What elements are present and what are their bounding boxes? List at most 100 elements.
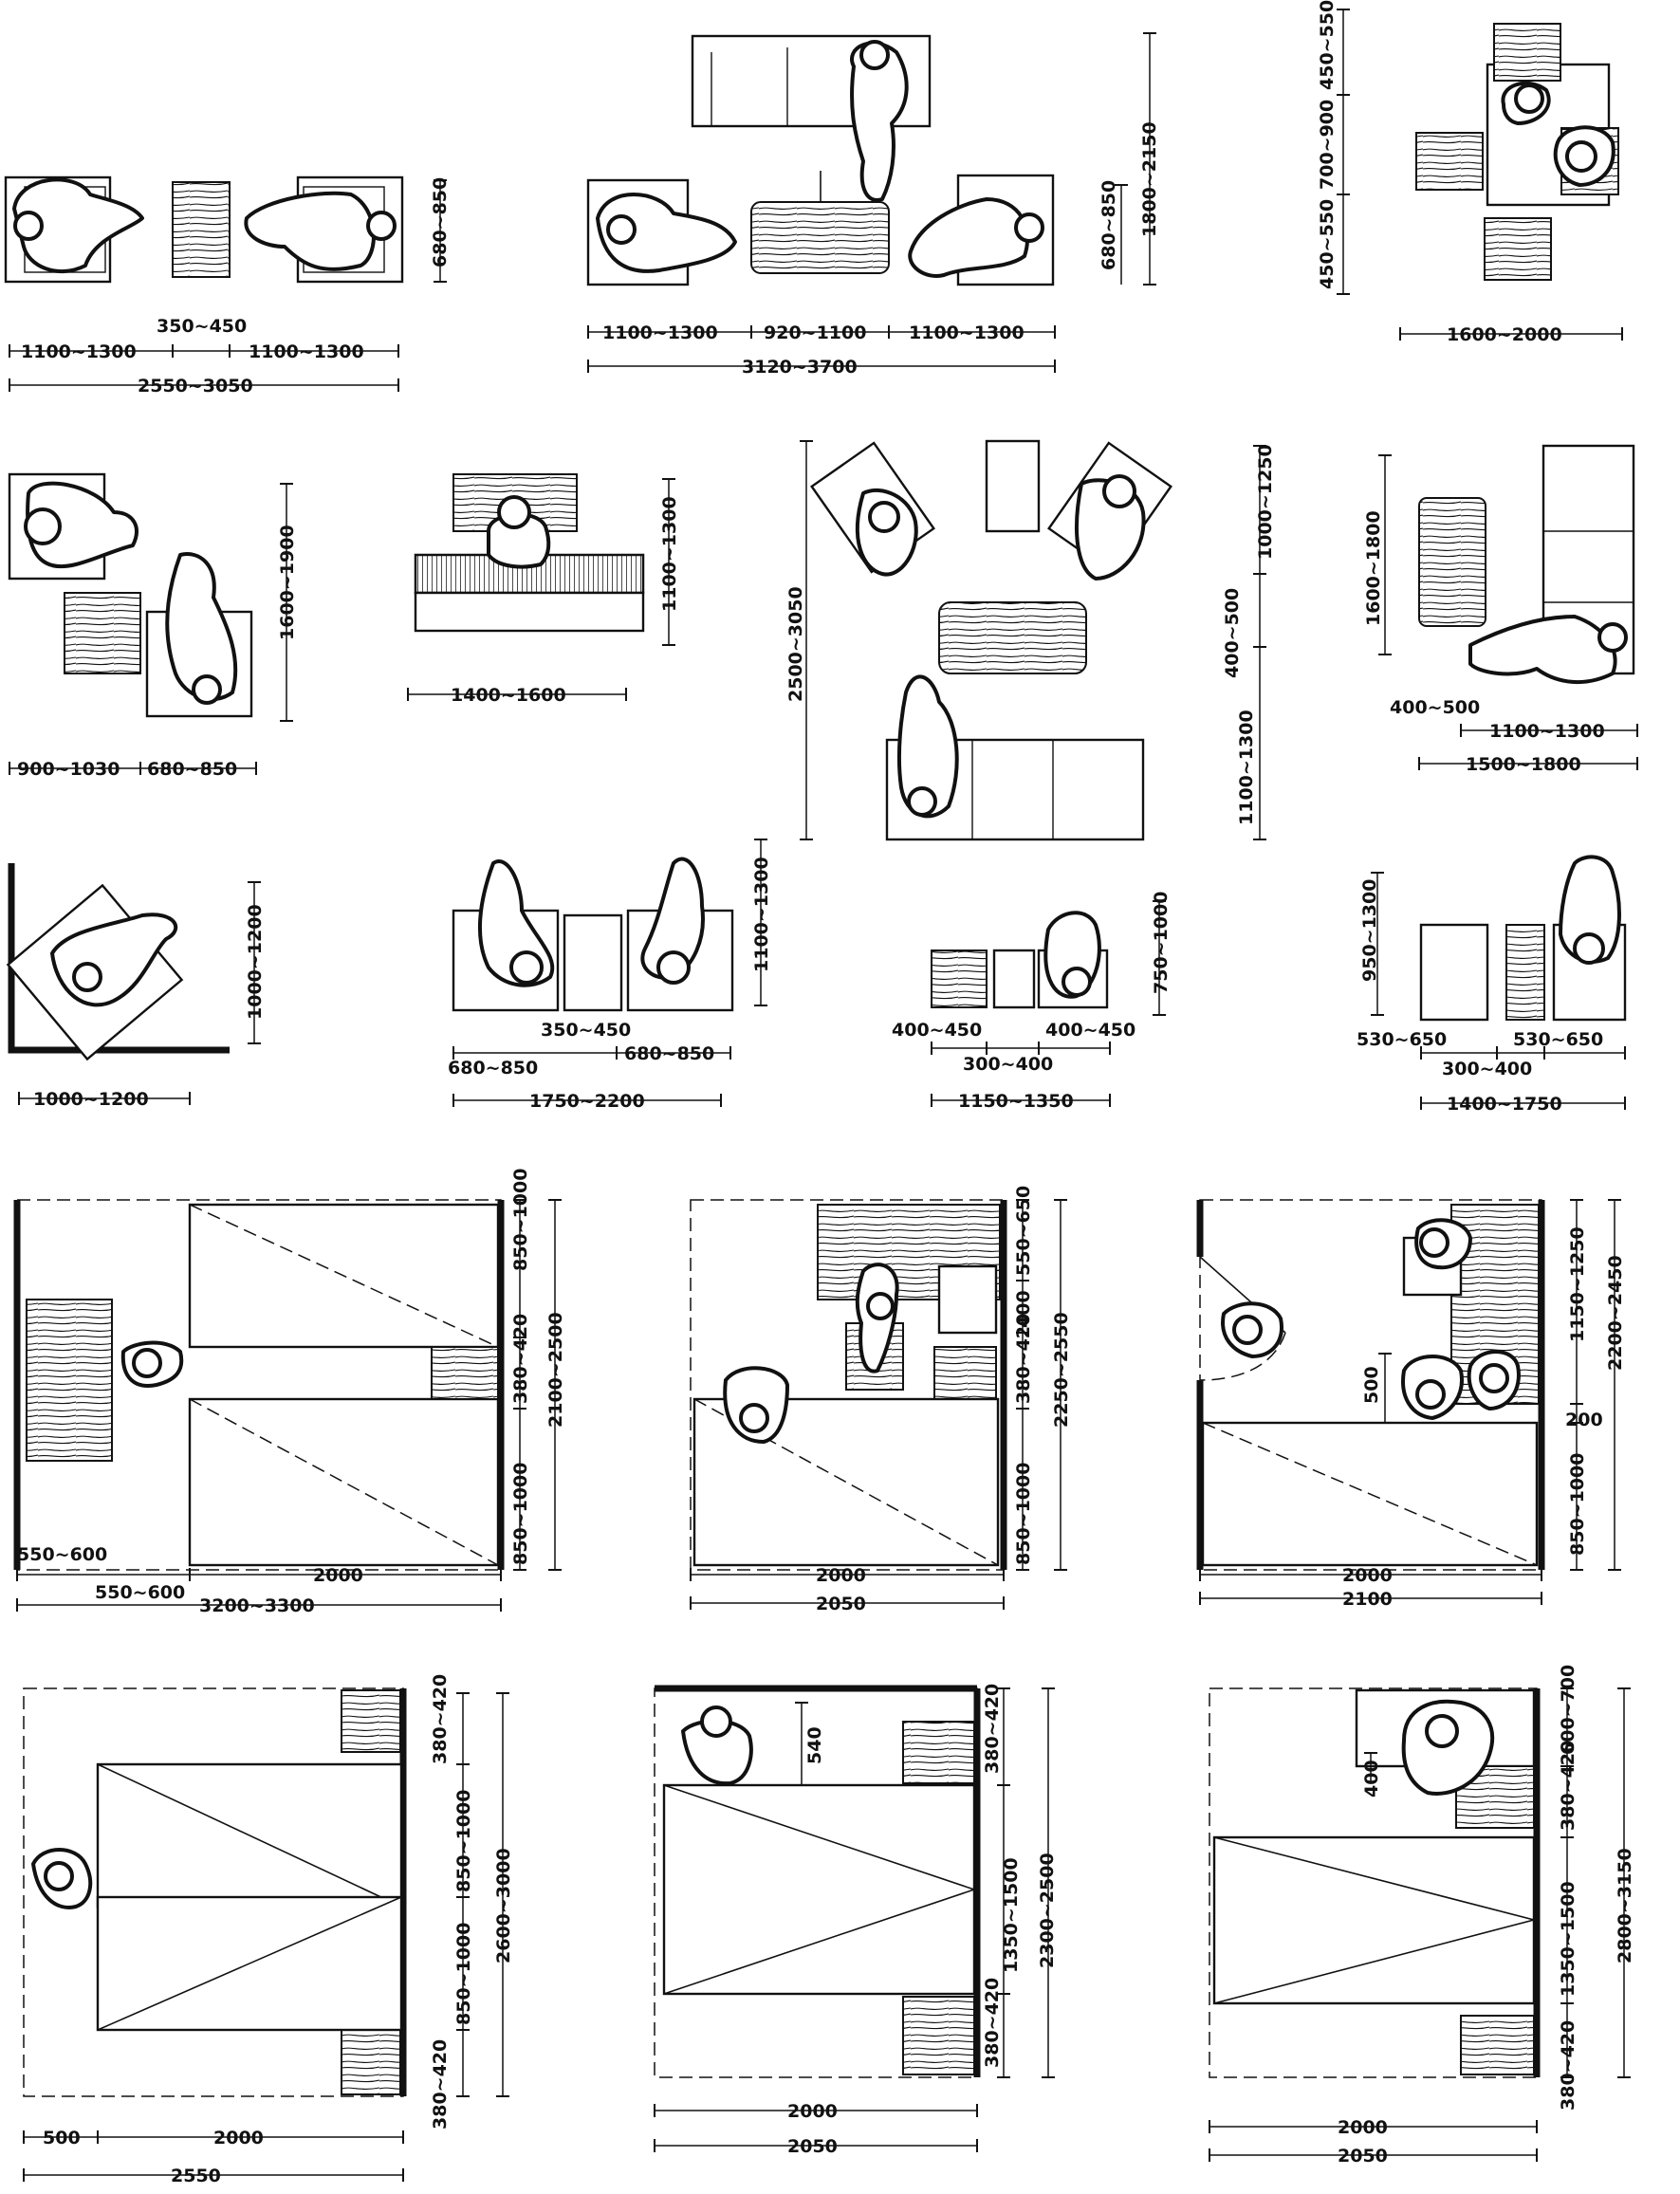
seated-person	[1401, 1699, 1495, 1796]
seated-person	[1559, 855, 1621, 964]
dim-label: 400~450	[1045, 1020, 1135, 1041]
side-table	[1505, 924, 1545, 1021]
dim-label: 380~420	[430, 1674, 451, 1764]
dim-label: 380~420	[510, 1314, 531, 1404]
dim-label: 3120~3700	[742, 357, 858, 378]
dim-group: 750~1000 400~450 400~450 300~400 1150~13…	[892, 892, 1172, 1112]
plate-double-bed-desk: 400 600~700 380~420 1350~1500 2800~3150 …	[1186, 1660, 1680, 2194]
dim-group: 680~850 350~450 1100~1300 1100~1300 2550…	[9, 177, 451, 396]
side-table	[172, 181, 231, 278]
plate-sofa-group: 1800~2150 680~850 1100~1300 920~1100 110…	[569, 19, 1176, 389]
dim-label: 600~700	[1558, 1665, 1578, 1755]
dim-label: 680~850	[1098, 180, 1119, 270]
plate-conversation-group: 2500~3050 1000~1250 400~500 1100~1300	[785, 427, 1290, 844]
dim-label: 1100~1300	[249, 341, 364, 362]
plate-twin-beds-dresser: 850~1000 380~420 2100~2500 850~1000 550~…	[0, 1169, 579, 1627]
plate-double-bed-person: 380~420 850~1000 2600~3000 850~1000 380~…	[0, 1660, 541, 2194]
dim-label: 2000	[787, 2101, 838, 2122]
seated-person-sofa	[896, 674, 959, 819]
sofa-seat	[414, 591, 645, 633]
plate-sofa-person: 1100~1300 1400~1600	[398, 455, 683, 730]
dim-label: 3200~3300	[199, 1595, 315, 1616]
dim-label: 2100~2500	[545, 1312, 566, 1428]
nightstand-bottom	[902, 1996, 975, 2075]
dim-label: 200	[1565, 1410, 1603, 1430]
reclining-person	[1468, 615, 1617, 685]
dim-label: 1350~1500	[1558, 1881, 1578, 1997]
seated-person-left	[596, 193, 737, 273]
dim-group: 2500~3050 1000~1250 400~500 1100~1300	[785, 440, 1276, 840]
desk-chair	[937, 1264, 998, 1335]
seated-person-lower	[165, 552, 238, 702]
dim-label: 850~1000	[453, 1923, 474, 2025]
plate-armchairs-facing: 680~850 350~450 1100~1300 1100~1300 2550…	[0, 161, 455, 398]
dim-group: 950~1300 530~650 530~650 300~400 1400~17…	[1357, 872, 1626, 1115]
dim-label: 1400~1600	[451, 685, 566, 706]
dim-label: 2200~2450	[1605, 1255, 1626, 1371]
dim-label: 550~600	[17, 1544, 107, 1565]
chair-top	[1493, 23, 1561, 82]
dim-label: 1600~1800	[1363, 510, 1384, 626]
standing-person	[850, 41, 909, 202]
dim-group: 450~550 700~900 450~550 1600~2000	[1317, 0, 1623, 345]
dim-label: 380~420	[1558, 2020, 1578, 2111]
plate-card-table: 450~550 700~900 450~550 1600~2000	[1309, 0, 1680, 360]
dim-group: 1600~1800 400~500 1100~1300 1500~1800	[1363, 454, 1638, 775]
dim-label: 850~1000	[453, 1790, 474, 1892]
dim-label: 380~420	[1558, 1741, 1578, 1831]
lounge-chair-left	[1419, 923, 1489, 1022]
coffee-table	[1418, 497, 1486, 627]
dim-label: 400~450	[892, 1020, 982, 1041]
dim-label: 2000	[213, 2128, 264, 2148]
dim-label: 540	[804, 1726, 825, 1764]
chair-left	[1415, 132, 1484, 191]
dim-label: 2550	[171, 2166, 221, 2186]
chair-1	[931, 950, 988, 1008]
dim-label: 850~1000	[510, 1463, 531, 1565]
nightstand-bottom	[1460, 2015, 1535, 2075]
plate-lounge-chairs: 950~1300 530~650 530~650 300~400 1400~17…	[1347, 835, 1680, 1119]
dim-label: 1150~1250	[1567, 1226, 1588, 1342]
dim-label: 1600~1900	[277, 525, 298, 640]
dim-label: 380~420	[982, 1684, 1003, 1774]
side-table	[64, 592, 141, 674]
door-swing	[1199, 1332, 1286, 1381]
dim-label: 1000~1200	[245, 904, 266, 1020]
dim-label: 1100~1300	[751, 857, 772, 972]
dim-group: 1100~1300 350~450 680~850 680~850 1750~2…	[448, 839, 772, 1112]
dim-label: 1150~1350	[958, 1091, 1074, 1112]
side-table	[985, 439, 1041, 533]
dim-label: 850~1000	[510, 1169, 531, 1271]
corner-wall	[8, 863, 230, 1054]
dim-label: 1400~1750	[1447, 1094, 1562, 1115]
dim-label: 1350~1500	[1001, 1857, 1022, 1973]
plate-small-chairs: 750~1000 400~450 400~450 300~400 1150~13…	[882, 882, 1195, 1119]
dim-label: 530~650	[1513, 1029, 1603, 1050]
dim-label: 1100~1300	[1489, 721, 1605, 742]
dim-label: 2000	[816, 1565, 866, 1586]
plate-double-bed-head: 540 380~420 1350~1500 2300~2500 380~420 …	[645, 1660, 1100, 2194]
dim-label: 2000	[1342, 1565, 1393, 1586]
dim-label: 680~850	[624, 1043, 714, 1064]
seated-person-right	[244, 191, 376, 271]
dim-label: 550~600	[95, 1582, 185, 1603]
dim-label: 1100~1300	[659, 496, 680, 612]
nightstand-top	[1455, 1765, 1535, 1829]
dim-group: 850~1000 380~420 2100~2500 850~1000 550~…	[16, 1169, 566, 1616]
dim-label: 300~400	[1442, 1059, 1532, 1079]
dim-label: 2250~2550	[1051, 1312, 1072, 1428]
dim-label: 1500~1800	[1466, 754, 1581, 775]
dim-label: 350~450	[157, 316, 247, 337]
dim-label: 2050	[1338, 2146, 1388, 2166]
dim-label: 500	[43, 2128, 81, 2148]
dim-label: 2300~2500	[1037, 1853, 1058, 1968]
dim-label: 2000	[313, 1565, 363, 1586]
seated-person-left	[12, 177, 144, 274]
dresser	[26, 1299, 113, 1462]
dim-label: 1100~1300	[602, 323, 718, 343]
dim-label: 680~850	[430, 177, 451, 267]
dim-group: 1800~2150 680~850 1100~1300 920~1100 110…	[587, 32, 1160, 378]
dim-label: 400~500	[1222, 588, 1243, 678]
nightstand	[431, 1346, 499, 1400]
